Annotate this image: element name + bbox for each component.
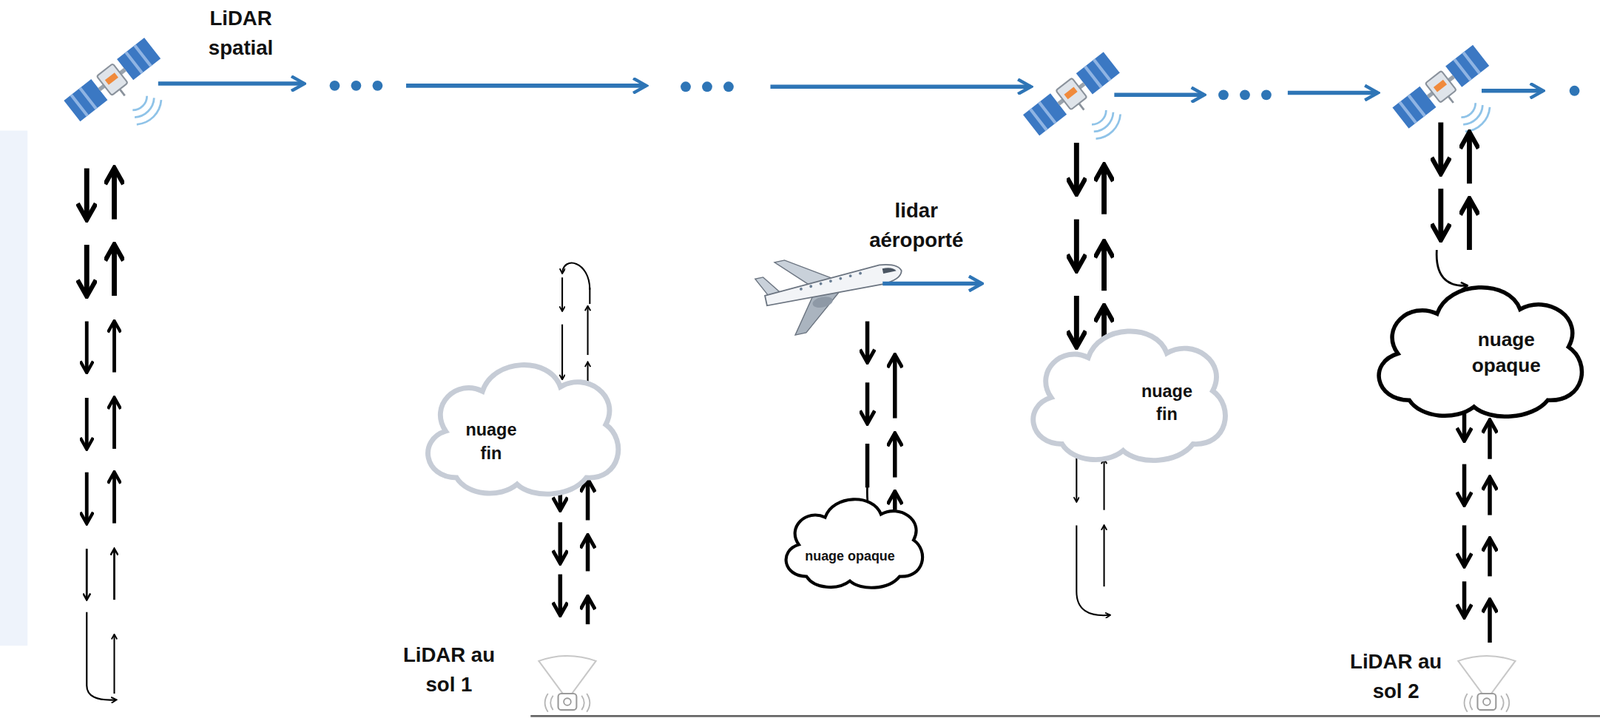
beam-arrow <box>1462 525 1467 566</box>
beam-curl <box>562 263 590 290</box>
beam-arrow <box>892 433 898 478</box>
beam-arrow <box>1487 477 1493 516</box>
beam-arrow <box>1487 538 1493 577</box>
beam-arrow <box>113 548 116 600</box>
beam-arrow <box>84 168 90 220</box>
beam-arrow <box>1438 188 1444 240</box>
beam-arrow <box>1074 295 1080 347</box>
beam-arrow <box>1074 142 1080 194</box>
cloud-node: nuage fin <box>1018 311 1237 467</box>
beam-curl <box>1436 250 1468 286</box>
cloud-outline <box>775 485 931 592</box>
cloud-node: nuage opaque <box>1363 267 1595 423</box>
beam-arrow <box>1462 581 1467 617</box>
ground-line <box>530 715 1600 718</box>
beam-arrow <box>85 397 89 450</box>
beam-arrow <box>85 321 89 373</box>
beam-arrow <box>1466 198 1473 251</box>
beam-arrow <box>892 355 898 419</box>
ellipsis-dots <box>329 80 1581 100</box>
beam-arrow <box>561 277 563 312</box>
device-label: LiDAR au sol 1 <box>392 640 506 700</box>
beam-arrow <box>112 321 117 373</box>
satellite-icon <box>1023 51 1125 142</box>
beam-arrow <box>1466 132 1473 184</box>
beam-arrow <box>111 244 117 296</box>
cloud-node: nuage fin <box>413 344 630 501</box>
beam-arrow <box>1438 122 1444 174</box>
beam-arrow <box>558 574 563 616</box>
beam-arrow <box>112 472 117 524</box>
cloud-outline <box>413 344 630 501</box>
cloud-outline <box>1018 311 1237 467</box>
orbit-arrows <box>158 83 1544 95</box>
cloud-label: nuage fin <box>1135 380 1200 428</box>
cloud-label: nuage fin <box>459 419 523 467</box>
beam-arrow <box>892 491 898 511</box>
beam-arrow <box>587 306 589 356</box>
beam-curl <box>86 612 117 701</box>
cloud-label: nuage opaque <box>1465 326 1547 379</box>
beam-arrow <box>1074 219 1080 271</box>
beam-arrow <box>85 548 89 600</box>
beam-curl <box>1076 525 1111 616</box>
satellite-icon <box>1392 45 1494 135</box>
flight-arrow <box>882 281 982 287</box>
beam-arrow <box>111 168 117 220</box>
device-label: lidar aéroporté <box>855 196 978 256</box>
beam-arrow <box>85 472 89 524</box>
cloud-shape <box>1033 331 1226 461</box>
beam-arrow <box>1487 599 1493 643</box>
beam-arrow <box>561 324 563 380</box>
beam-arrow <box>585 596 591 625</box>
cloud-shape <box>1378 287 1582 418</box>
beam-arrow <box>1487 420 1493 459</box>
beam-arrow <box>585 479 591 521</box>
beam-arrow <box>585 535 591 572</box>
device-label: LiDAR au sol 2 <box>1339 647 1453 707</box>
beam-arrow <box>84 244 90 296</box>
cloud-label: nuage opaque <box>804 546 896 565</box>
ground-lidar-icon <box>538 656 596 713</box>
beam-line <box>865 443 870 488</box>
beam-arrow <box>865 321 870 363</box>
device-label: LiDAR spatial <box>194 4 287 64</box>
side-band <box>0 130 28 647</box>
beam-arrow <box>865 382 870 424</box>
plane-icon <box>752 236 910 342</box>
beam-line <box>588 287 591 305</box>
lidar-beams <box>86 122 1490 701</box>
cloud-shape <box>428 365 619 495</box>
beam-arrow <box>1103 525 1106 587</box>
beam-arrow <box>112 397 117 450</box>
ground-lidar-icon <box>1457 656 1515 713</box>
cloud-node: nuage opaque <box>775 485 931 592</box>
cloud-shape <box>786 499 923 588</box>
beam-arrow <box>558 522 563 563</box>
satellite-icon <box>63 37 165 128</box>
beam-arrow <box>1101 164 1107 214</box>
beam-arrow <box>1462 464 1467 506</box>
beam-arrow <box>1103 459 1106 511</box>
beam-arrow <box>1101 241 1107 291</box>
beam-arrow <box>113 634 115 694</box>
